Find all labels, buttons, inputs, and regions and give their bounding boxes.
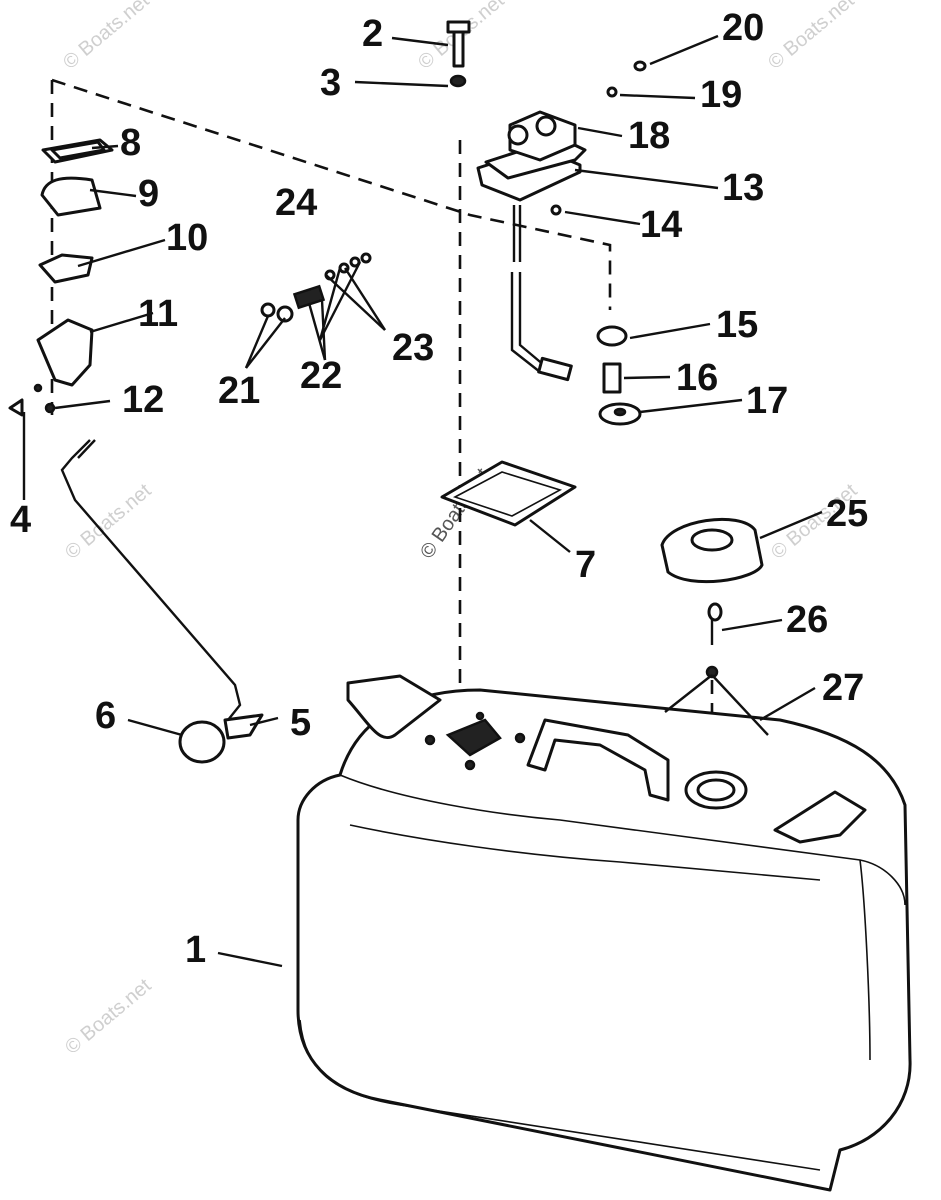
watermark-3: © Boats.net bbox=[764, 0, 859, 74]
callout-1: 1 bbox=[185, 929, 206, 971]
callout-23: 23 bbox=[392, 327, 434, 369]
callout-11: 11 bbox=[138, 293, 178, 335]
callout-18: 18 bbox=[628, 115, 670, 157]
callout-6: 6 bbox=[95, 695, 116, 737]
callout-3: 3 bbox=[320, 62, 341, 104]
callout-7: 7 bbox=[575, 544, 596, 586]
watermark-4: © Boats.net bbox=[61, 479, 156, 563]
callout-26: 26 bbox=[786, 599, 828, 641]
gasket bbox=[440, 460, 577, 527]
callout-17: 17 bbox=[746, 380, 788, 422]
callout-25: 25 bbox=[826, 493, 868, 535]
small-parts-cluster bbox=[260, 252, 372, 323]
screw-and-washer bbox=[446, 20, 471, 88]
fuel-tank bbox=[296, 674, 912, 1192]
callout-19: 19 bbox=[700, 74, 742, 116]
float-arm bbox=[60, 439, 264, 764]
callout-20: 20 bbox=[722, 7, 764, 49]
watermark-1: © Boats.net bbox=[59, 0, 154, 74]
callout-9: 9 bbox=[138, 173, 159, 215]
callout-4: 4 bbox=[10, 499, 31, 541]
callout-numbers: 1 2 3 4 5 6 7 8 9 10 11 12 13 14 15 16 1… bbox=[10, 7, 868, 971]
callout-10: 10 bbox=[166, 217, 208, 259]
callout-14: 14 bbox=[640, 204, 682, 246]
callout-5: 5 bbox=[290, 702, 311, 744]
watermark-7: © Boats.net bbox=[61, 974, 156, 1058]
callout-13: 13 bbox=[722, 167, 764, 209]
pickup-assembly bbox=[476, 60, 647, 426]
callout-12: 12 bbox=[122, 379, 164, 421]
callout-22: 22 bbox=[300, 355, 342, 397]
callout-16: 16 bbox=[676, 357, 718, 399]
callout-27: 27 bbox=[822, 667, 864, 709]
callout-15: 15 bbox=[716, 304, 758, 346]
callout-24: 24 bbox=[275, 182, 317, 224]
callout-8: 8 bbox=[120, 122, 141, 164]
callout-21: 21 bbox=[218, 370, 260, 412]
filler-cap-group bbox=[660, 517, 769, 736]
callout-2: 2 bbox=[362, 13, 383, 55]
bracket-stack bbox=[8, 138, 114, 417]
leader-lines bbox=[22, 34, 823, 968]
